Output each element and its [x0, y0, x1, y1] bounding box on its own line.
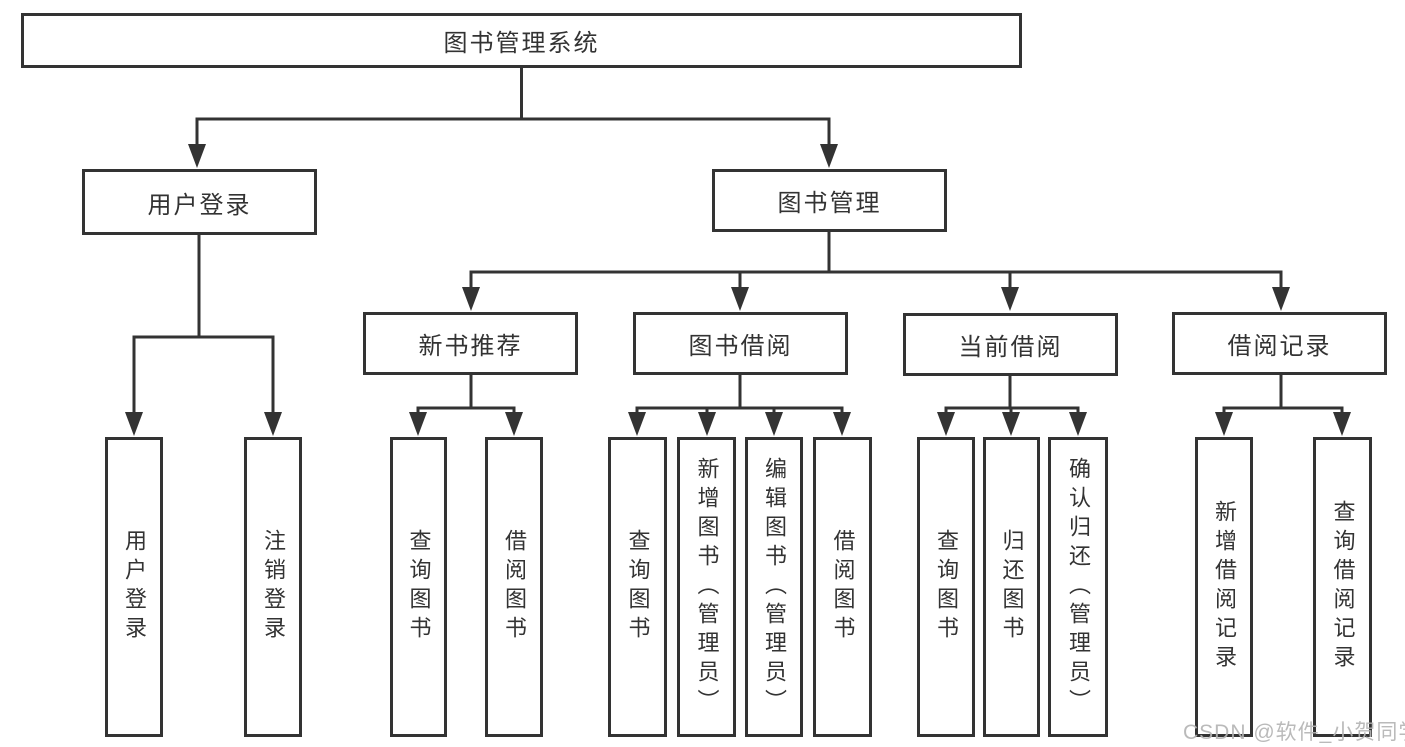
- node-book-management: 图书管理: [712, 169, 947, 232]
- leaf-query-books-borrow: 查询图书: [608, 437, 667, 737]
- node-borrow-records: 借阅记录: [1172, 312, 1387, 375]
- leaf-logout: 注销登录: [244, 437, 302, 737]
- leaf-add-book-admin: 新增图书（管理员）: [677, 437, 736, 737]
- leaf-confirm-return-admin: 确认归还（管理员）: [1048, 437, 1108, 737]
- node-user-login: 用户登录: [82, 169, 317, 235]
- node-library-management-system: 图书管理系统: [21, 13, 1022, 68]
- leaf-borrow-books-recommend: 借阅图书: [485, 437, 543, 737]
- leaf-query-books-recommend: 查询图书: [390, 437, 447, 737]
- leaf-query-books-current: 查询图书: [917, 437, 975, 737]
- leaf-edit-book-admin: 编辑图书（管理员）: [745, 437, 803, 737]
- node-new-book-recommend: 新书推荐: [363, 312, 578, 375]
- leaf-add-borrow-record: 新增借阅记录: [1195, 437, 1253, 737]
- csdn-watermark: CSDN @软件_小贺同学: [1183, 721, 1405, 744]
- node-book-borrow: 图书借阅: [633, 312, 848, 375]
- leaf-return-book: 归还图书: [983, 437, 1040, 737]
- node-current-borrow: 当前借阅: [903, 313, 1118, 376]
- leaf-user-login: 用户登录: [105, 437, 163, 737]
- leaf-query-borrow-record: 查询借阅记录: [1313, 437, 1372, 737]
- leaf-borrow-books-borrow: 借阅图书: [813, 437, 872, 737]
